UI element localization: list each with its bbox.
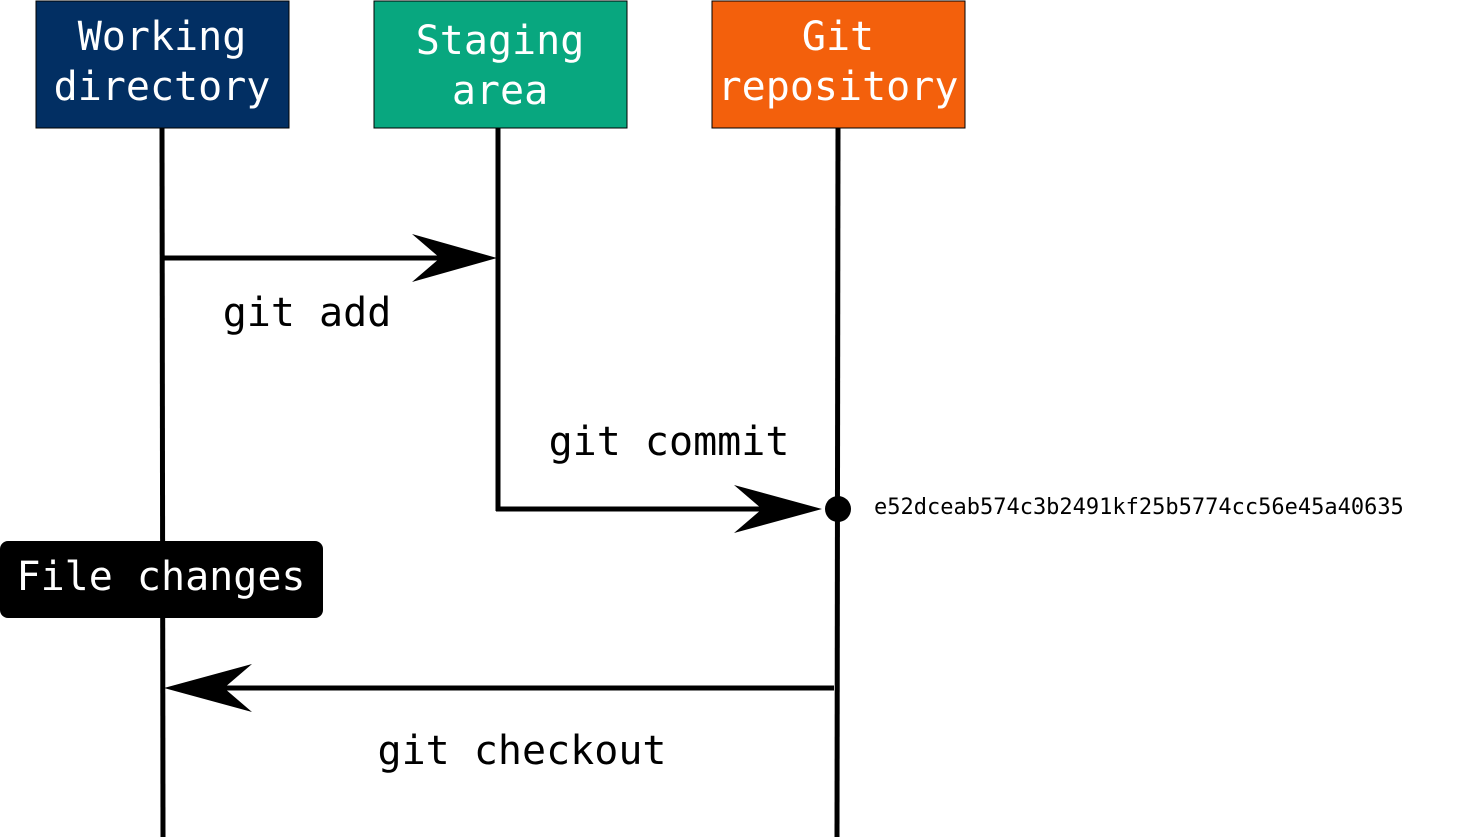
file-changes-badge: File changes — [0, 541, 323, 618]
git-commit-arrowhead — [734, 485, 822, 533]
lane-working-directory-title-line1: Working — [78, 14, 247, 60]
git-repository-lifeline — [834, 127, 841, 837]
lane-git-repository-title-line2: repository — [718, 64, 959, 110]
git-checkout-label: git checkout — [378, 728, 667, 774]
git-checkout-arrowhead — [164, 664, 252, 712]
git-add-label: git add — [223, 290, 392, 336]
lane-git-repository: Git repository — [711, 0, 966, 129]
lane-staging-area-box — [373, 0, 628, 129]
lane-staging-area-title-line2: area — [452, 68, 548, 114]
file-changes-label: File changes — [17, 554, 306, 600]
file-changes-badge-box — [0, 541, 323, 618]
git-checkout-arrow — [164, 664, 834, 712]
lane-git-repository-title-line1: Git — [802, 14, 874, 60]
git-commit-label: git commit — [549, 419, 790, 465]
git-commit-arrow — [496, 485, 822, 533]
git-add-arrowhead — [412, 234, 497, 282]
git-add-arrow — [162, 234, 497, 282]
commit-node — [825, 496, 851, 522]
commit-hash: e52dceab574c3b2491kf25b5774cc56e45a40635 — [874, 495, 1404, 520]
lane-staging-area-title-line1: Staging — [416, 18, 585, 64]
lane-working-directory-title-line2: directory — [54, 64, 271, 110]
lane-working-directory: Working directory — [35, 0, 290, 129]
working-directory-lifeline — [159, 127, 166, 837]
lane-working-directory-box — [35, 0, 290, 129]
lane-staging-area: Staging area — [373, 0, 628, 129]
lane-git-repository-box — [711, 0, 966, 129]
